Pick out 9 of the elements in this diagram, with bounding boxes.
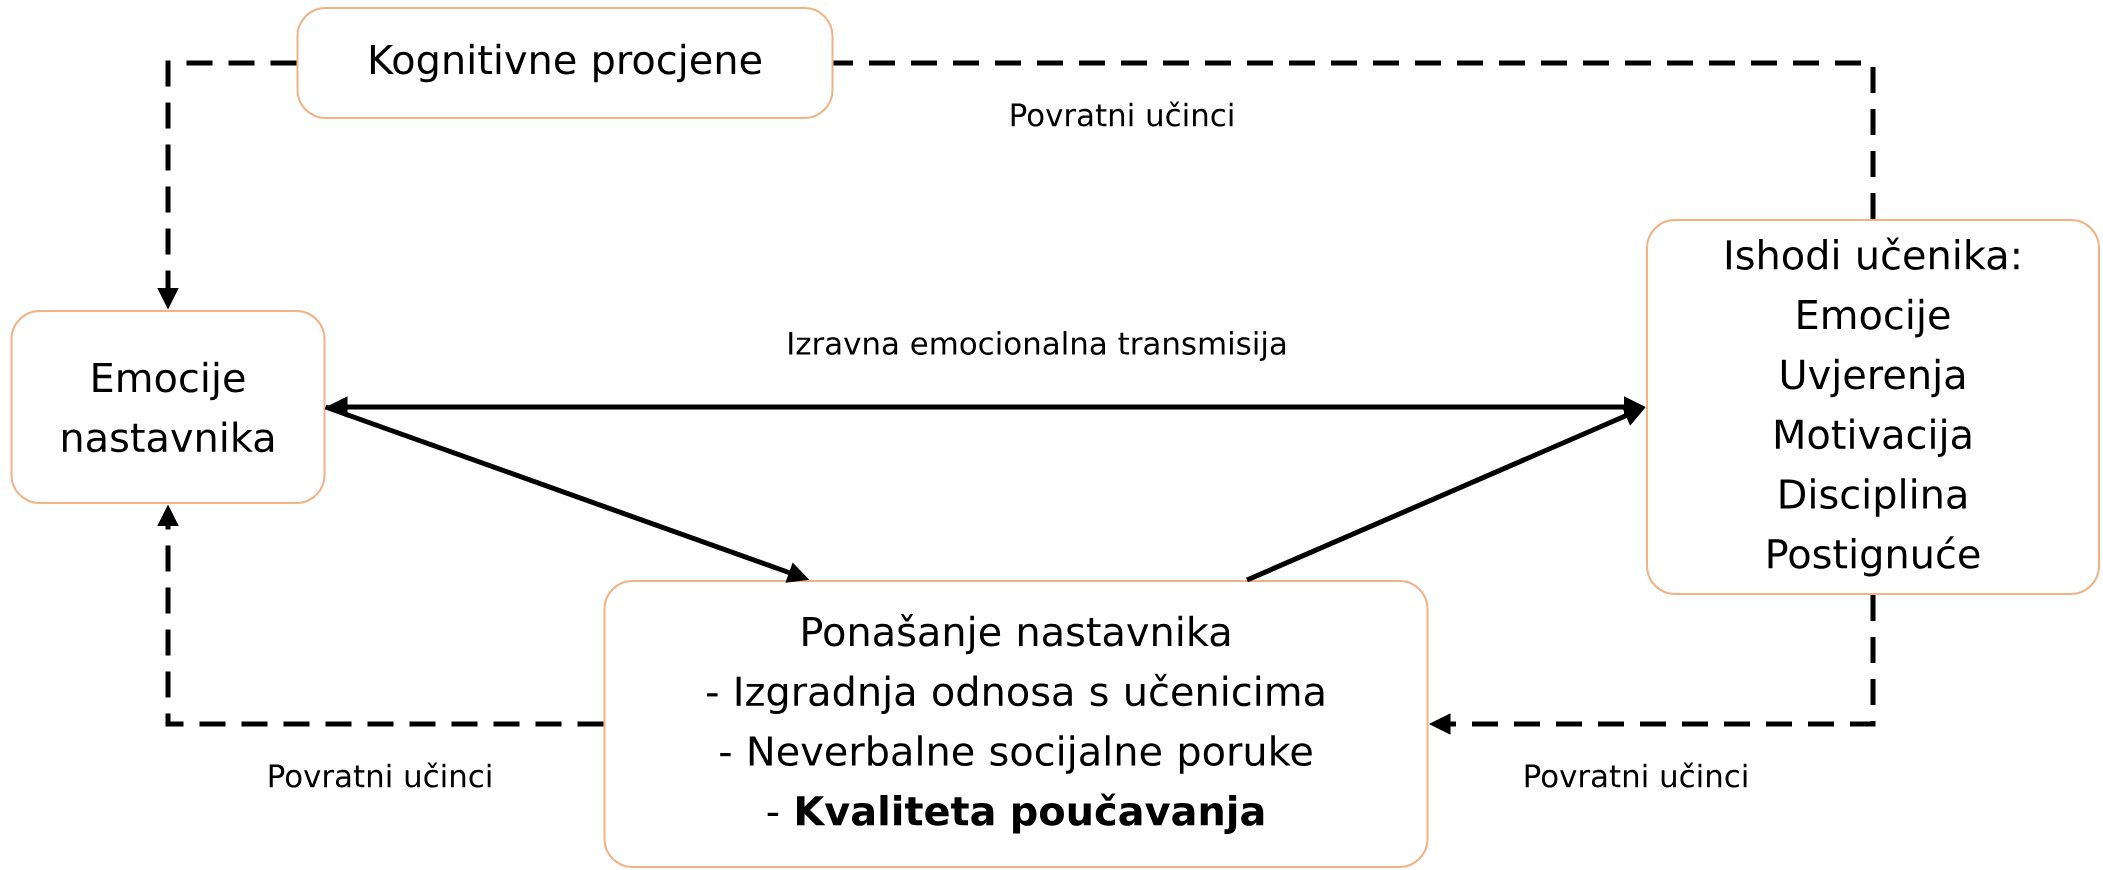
connector-line: [833, 60, 1876, 219]
edge-label: Povratni učinci: [1005, 98, 1239, 130]
rounded-box: Ishodi učenika: Emocije Uvjerenja Motivacija Disciplina Postignuće: [1646, 219, 2100, 595]
rounded-box: Kognitivne procjene: [296, 7, 834, 119]
rounded-box: Ponašanje nastavnika - Izgradnja odnosa s učenicima - Neverbalne socijalne poruke - Kvaliteta poučavanja: [603, 580, 1429, 868]
edge-label: Povratni učinci: [263, 759, 497, 791]
edge-label: Izravna emocionalna transmisija: [783, 328, 1291, 364]
rounded-box: Emocije nastavnika: [10, 310, 326, 504]
edge-label: Povratni učinci: [1519, 759, 1753, 791]
